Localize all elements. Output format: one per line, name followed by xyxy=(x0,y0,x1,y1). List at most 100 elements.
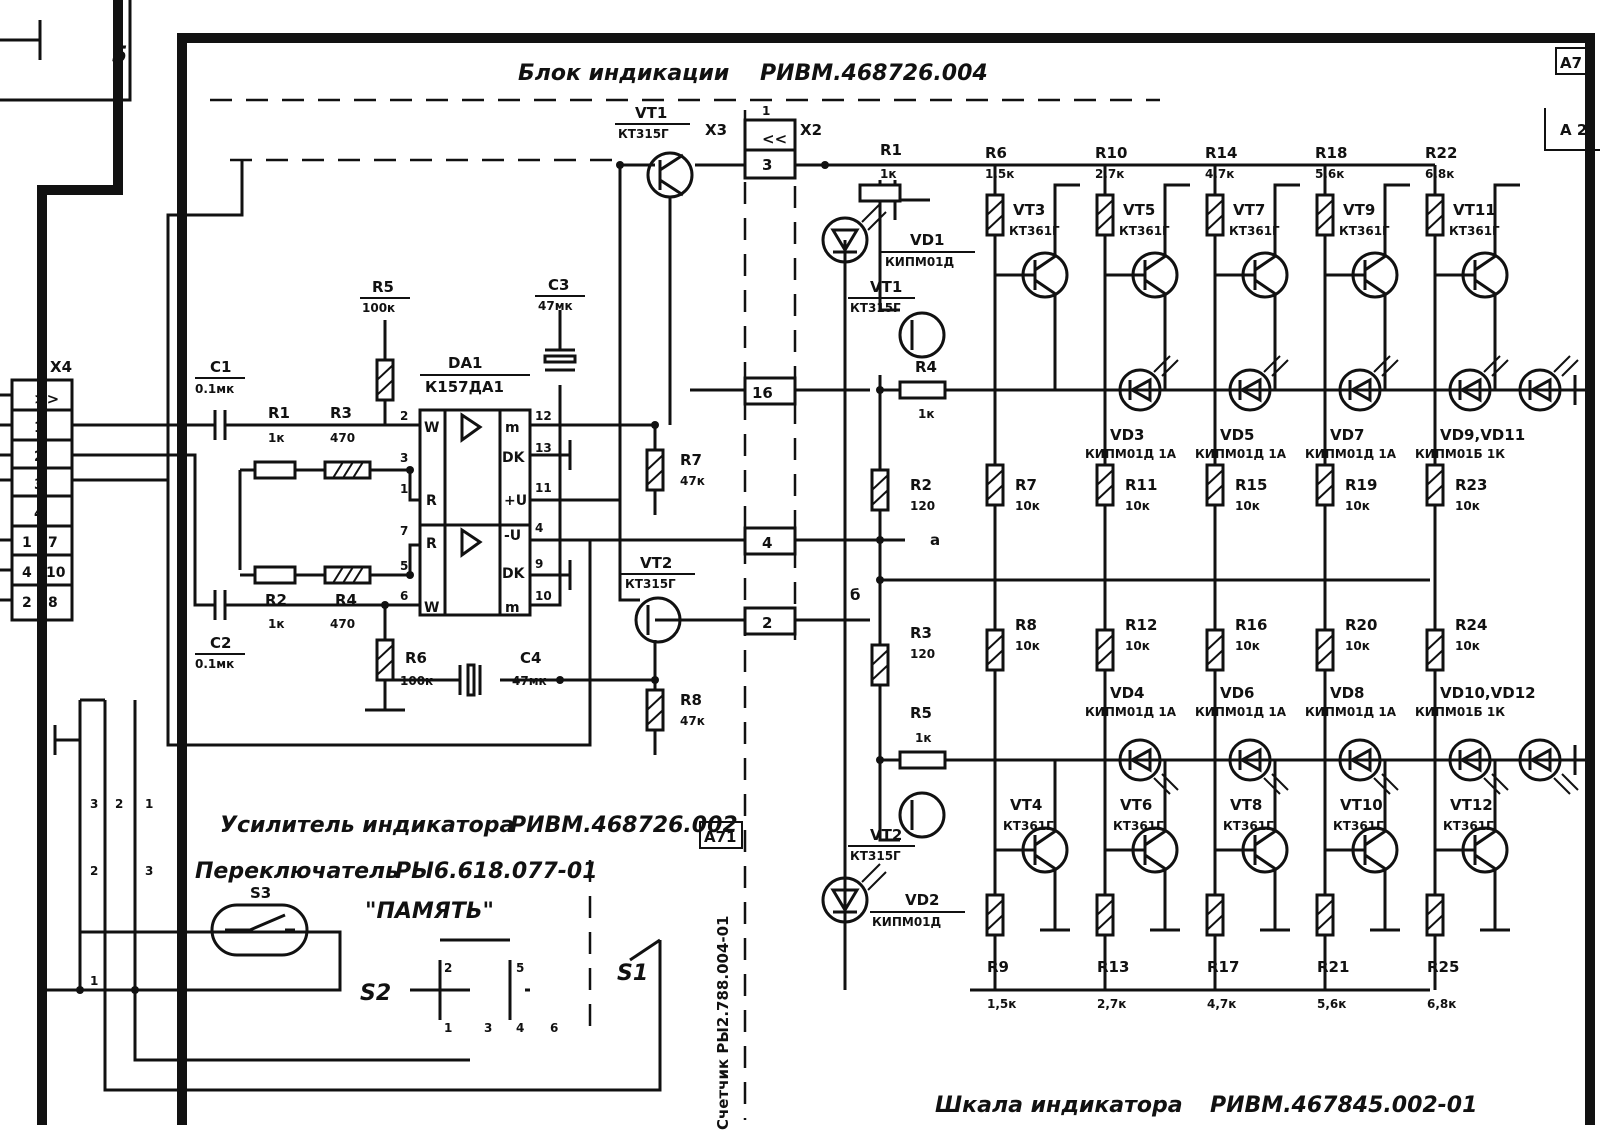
svg-text:R: R xyxy=(426,536,437,552)
resistor-amp-r7: R7 47к xyxy=(645,448,705,492)
counter-label: Счетчик РЫ2.788.004-01 xyxy=(714,916,732,1130)
led-label: VD6 xyxy=(1220,684,1255,702)
svg-text:С1: С1 xyxy=(210,358,231,376)
svg-text:КИПМ01Д: КИПМ01Д xyxy=(872,915,941,929)
svg-text:R4: R4 xyxy=(915,358,937,376)
svg-text:VT1: VT1 xyxy=(635,104,667,122)
svg-text:4: 4 xyxy=(22,565,32,581)
resistor-value: 10к xyxy=(1455,639,1480,653)
transistor-type: КТ361Г xyxy=(1223,819,1274,833)
resistor-value: 10к xyxy=(1345,499,1370,513)
svg-text:100к: 100к xyxy=(400,674,433,688)
resistor-value: 6,8к xyxy=(1427,997,1456,1011)
capacitor-c3: С3 47мк xyxy=(535,276,585,372)
transistor-amp-vt1: VT1 КТ315Г xyxy=(615,104,694,425)
ic-da1: DA1 К157ДА1 W R R W m DK +U -U DK m 2 3 … xyxy=(400,354,552,617)
svg-text:КТ315Г: КТ315Г xyxy=(850,301,901,315)
svg-text:4: 4 xyxy=(535,521,543,535)
svg-text:47к: 47к xyxy=(680,474,705,488)
frame-label-box-a7 xyxy=(1555,47,1595,75)
svg-text:4: 4 xyxy=(34,506,44,522)
svg-text:С3: С3 xyxy=(548,276,569,294)
resistor-value: 10к xyxy=(1455,499,1480,513)
frame-label-a71: А71 xyxy=(704,828,736,846)
resistor-label: R23 xyxy=(1455,476,1487,494)
svg-text:1: 1 xyxy=(22,535,32,551)
resistor-r2: R2 1к xyxy=(253,565,297,631)
svg-text:7: 7 xyxy=(400,524,408,538)
svg-text:R5: R5 xyxy=(372,278,394,296)
svg-text:3: 3 xyxy=(484,1021,492,1035)
svg-text:КТ315Г: КТ315Г xyxy=(850,849,901,863)
transistor-label: VT5 xyxy=(1123,201,1155,219)
svg-text:R6: R6 xyxy=(405,649,427,667)
led-type: КИПМ01Д 1А xyxy=(1085,447,1177,461)
transistor-amp-vt2: VT2 КТ315Г xyxy=(620,554,695,644)
display-block-title: Блок индикации xyxy=(518,61,729,86)
resistor-value: 2,7к xyxy=(1095,167,1124,181)
scale-resistor-r4: R4 1к xyxy=(898,358,947,421)
svg-text:1: 1 xyxy=(34,420,44,436)
transistor-scale-vt2: VT2 КТ315Г xyxy=(848,791,946,863)
svg-text:1: 1 xyxy=(762,104,770,118)
switch-s1-label: S1 xyxy=(617,961,648,986)
svg-text:470: 470 xyxy=(330,617,355,631)
resistor-label: R7 xyxy=(1015,476,1037,494)
svg-text:2: 2 xyxy=(762,614,772,632)
transistor-type: КТ361Г xyxy=(1339,224,1390,238)
led-end-bottom xyxy=(1518,738,1579,795)
svg-text:7: 7 xyxy=(48,535,58,551)
svg-text:3: 3 xyxy=(90,797,98,811)
resistor-label: R19 xyxy=(1345,476,1377,494)
svg-text:R3: R3 xyxy=(910,624,932,642)
svg-text:VT1: VT1 xyxy=(870,278,902,296)
scale-columns: R61,5кVT3КТ361ГR710кR810кVT4КТ361ГR91,5к… xyxy=(985,144,1579,1011)
resistor-label: R9 xyxy=(987,958,1009,976)
amplifier-wiring xyxy=(72,163,745,755)
connector-x3-x2: Х3 Х2 << 1 3 16 4 2 xyxy=(705,104,822,640)
svg-text:120: 120 xyxy=(910,647,935,661)
transistor-label: VT7 xyxy=(1233,201,1265,219)
led-type: КИПМ01Д 1А xyxy=(1305,447,1397,461)
svg-text:2: 2 xyxy=(444,961,452,975)
amplifier-title: Усилитель индикатора xyxy=(220,813,514,838)
transistor-type: КТ361Г xyxy=(1449,224,1500,238)
svg-text:W: W xyxy=(424,420,439,436)
resistor-r4: R4 470 xyxy=(323,565,372,631)
svg-text:m: m xyxy=(505,420,520,436)
led-type: КИПМ01Д 1А xyxy=(1195,447,1287,461)
transistor-label: VT6 xyxy=(1120,796,1152,814)
led-type: КИПМ01Б 1К xyxy=(1415,447,1505,461)
resistor-label: R15 xyxy=(1235,476,1267,494)
svg-text:R8: R8 xyxy=(680,691,702,709)
frame-label-a2: А 2 xyxy=(1560,121,1587,139)
svg-text:R1: R1 xyxy=(880,141,902,159)
svg-text:С4: С4 xyxy=(520,649,541,667)
resistor-value: 5,6к xyxy=(1317,997,1346,1011)
da1-type: К157ДА1 xyxy=(425,378,504,396)
svg-text:R: R xyxy=(426,493,437,509)
transistor-type: КТ361Г xyxy=(1333,819,1384,833)
svg-text:3: 3 xyxy=(145,864,153,878)
svg-text:>>: >> xyxy=(34,390,59,408)
resistor-label: R14 xyxy=(1205,144,1237,162)
resistor-value: 10к xyxy=(1015,639,1040,653)
led-label: VD10,VD12 xyxy=(1440,684,1536,702)
resistor-label: R25 xyxy=(1427,958,1459,976)
svg-text:б: б xyxy=(850,586,860,604)
resistor-value: 10к xyxy=(1235,499,1260,513)
drawing-frame xyxy=(0,0,1595,1125)
